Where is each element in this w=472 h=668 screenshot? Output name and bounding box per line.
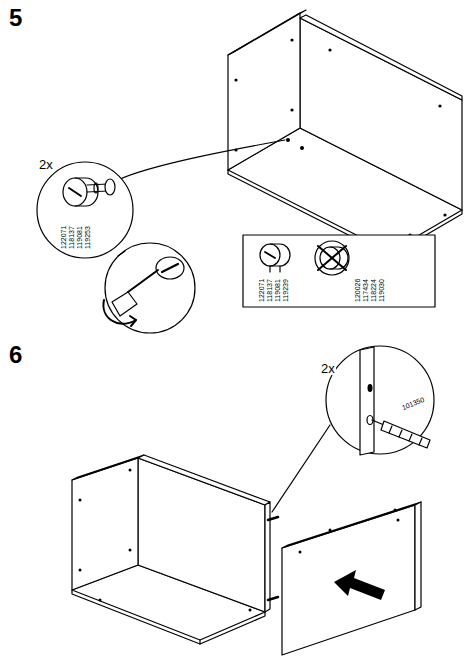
part-number: 119030 — [378, 278, 385, 303]
part-number: 122071 — [258, 278, 265, 303]
part-number: 120026 — [354, 278, 361, 303]
part-number: 119081 — [274, 278, 281, 303]
step-number: 6 — [8, 343, 23, 367]
dowel-callout — [326, 346, 434, 455]
part-number: 118137 — [266, 278, 273, 303]
front-panel — [282, 502, 421, 655]
part-number: 119081 — [76, 225, 83, 250]
cam-type-box — [243, 235, 435, 307]
part-number: 118224 — [370, 278, 377, 303]
part-number: 117434 — [362, 278, 369, 303]
quantity-label: 2x — [320, 362, 336, 375]
part-number: 122071 — [60, 225, 67, 250]
part-number: 118137 — [68, 225, 75, 250]
part-number: 119239 — [282, 278, 289, 303]
quantity-label: 2x — [38, 158, 54, 171]
part-number: 119253 — [84, 225, 91, 250]
screwdriver-callout — [103, 243, 195, 333]
cabinet-step5 — [118, 10, 462, 256]
step-number: 5 — [8, 6, 23, 30]
cam-lock-callout — [37, 162, 133, 258]
